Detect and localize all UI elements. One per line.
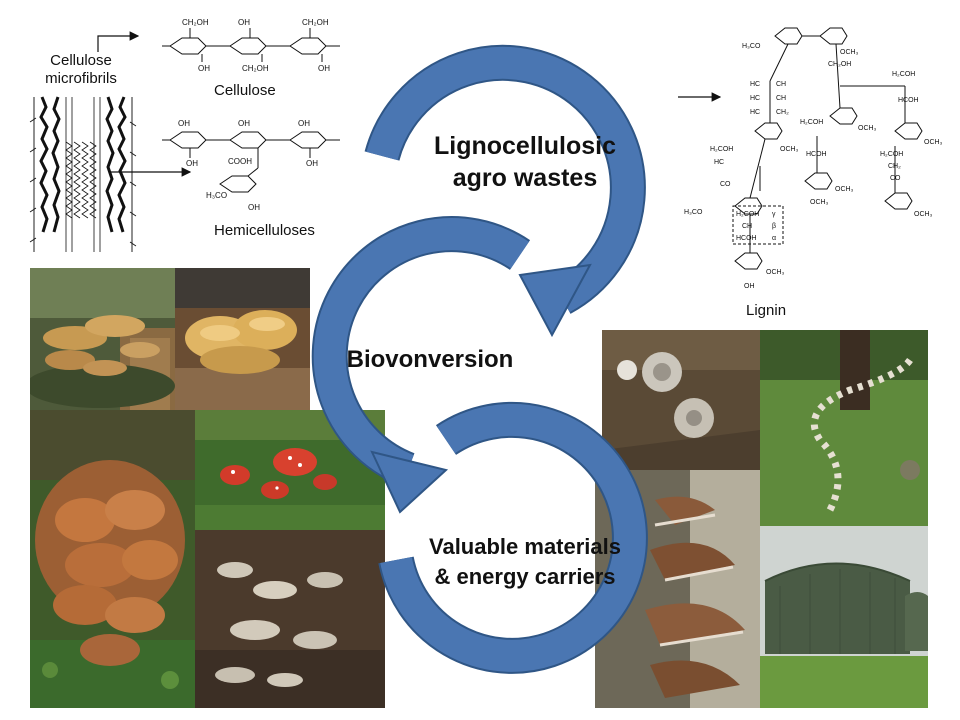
hemi-group-h3co: H₃CO [206, 191, 227, 200]
lignin-och3-8: OCH₃ [766, 269, 785, 276]
lignin-h2coh-1: H₂COH [892, 71, 915, 78]
lignin-beta: β [772, 223, 776, 230]
lignin-och3-6: OCH₃ [810, 199, 829, 206]
photo-pale-mushrooms-soil [195, 530, 385, 708]
lignin-och3-7: OCH₃ [914, 211, 933, 218]
lignin-oh-1: OH [744, 283, 755, 290]
photo-bracket-fungi-stump [30, 268, 175, 410]
photo-earthstar-fungi [602, 330, 760, 470]
cellulose-group-oh-3: OH [318, 64, 330, 73]
lignin-hc-4: HC [714, 159, 724, 166]
lignin-och3-2: OCH₃ [780, 146, 799, 153]
lignin-h2coh-3: H₂COH [710, 146, 733, 153]
lignin-ch2-2: CH₂ [888, 163, 901, 170]
lignin-alpha: α [772, 235, 776, 242]
cellulose-group-ch2oh-1: CH₂OH [182, 18, 209, 27]
lignin-hcoh-2: HCOH [806, 151, 827, 158]
lignin-h2coh-2: H₂COH [800, 119, 823, 126]
cellulose-group-ch2oh-2: CH₂OH [302, 18, 329, 27]
stage-label-bioconversion: Biovonversion [346, 346, 514, 373]
cellulose-group-ch2oh-3: CH₂OH [242, 64, 269, 73]
stage-label-lignocellulosic: Lignocellulosic agro wastes [434, 132, 616, 192]
photo-golden-mushrooms [175, 268, 310, 410]
hemi-group-cooh: COOH [228, 157, 252, 166]
lignin-och3-4: OCH₃ [924, 139, 943, 146]
lignin-och3-3: OCH₃ [858, 125, 877, 132]
label-cellulose-microfibrils: Cellulose microfibrils [45, 52, 117, 87]
lignin-hcoh-3: HCOH [736, 235, 757, 242]
lignin-h2coh-4: H₂COH [880, 151, 903, 158]
hemi-group-oh-3: OH [298, 119, 310, 128]
lignin-hc-1: HC [750, 81, 760, 88]
hemi-group-oh-1: OH [178, 119, 190, 128]
lignin-h3co-1: H₃CO [742, 43, 761, 50]
lignin-och3-5: OCH₃ [835, 186, 854, 193]
hemi-group-oh-2: OH [238, 119, 250, 128]
lignin-structure: H₃CO OCH₃ CH₂OH HC CH HC CH HC CH₂ H₂COH… [680, 6, 945, 296]
lignin-gamma: γ [772, 211, 776, 218]
label-cellulose: Cellulose [214, 82, 276, 99]
lignin-h2coh-5: H₂COH [736, 211, 759, 218]
photo-fairy-ring-forest [760, 330, 928, 526]
hemi-group-oh-4: OH [186, 159, 198, 168]
stage-label-valuable-materials: Valuable materials & energy carriers [429, 534, 621, 589]
photo-biogas-plant [760, 526, 928, 708]
hemi-group-oh-6: OH [248, 203, 260, 212]
lignin-co-1: CO [720, 181, 731, 188]
lignin-hc-3: HC [750, 109, 760, 116]
lignin-co-2: CO [890, 175, 901, 182]
hemi-group-oh-5: OH [306, 159, 318, 168]
lignin-h3co-2: H₃CO [684, 209, 703, 216]
lignin-hc-2: HC [750, 95, 760, 102]
cellulose-group-oh-2: OH [198, 64, 210, 73]
lignin-och3-1: OCH₃ [840, 49, 859, 56]
arrow-stage-1 [364, 44, 646, 338]
photo-fly-agaric [195, 410, 385, 530]
label-lignin: Lignin [746, 302, 787, 319]
cellulose-structure: CH₂OH OH CH₂OH OH CH₂OH OH [160, 8, 350, 78]
hemicellulose-structure: OH OH OH OH OH COOH H₃CO OH [160, 112, 360, 222]
microfibril-schematic [28, 92, 138, 252]
lignin-ch-3: CH [742, 223, 752, 230]
lignin-hcoh-1: HCOH [898, 97, 919, 104]
lignin-ch-2: CH [776, 95, 786, 102]
lignin-ch2oh-1: CH₂OH [828, 61, 851, 68]
cellulose-group-oh-1: OH [238, 18, 250, 27]
lignin-ch-1: CH [776, 81, 786, 88]
lignin-ch2-1: CH₂ [776, 109, 789, 116]
photo-orange-fungi-cluster [30, 410, 195, 708]
label-hemicelluloses: Hemicelluloses [214, 222, 315, 239]
